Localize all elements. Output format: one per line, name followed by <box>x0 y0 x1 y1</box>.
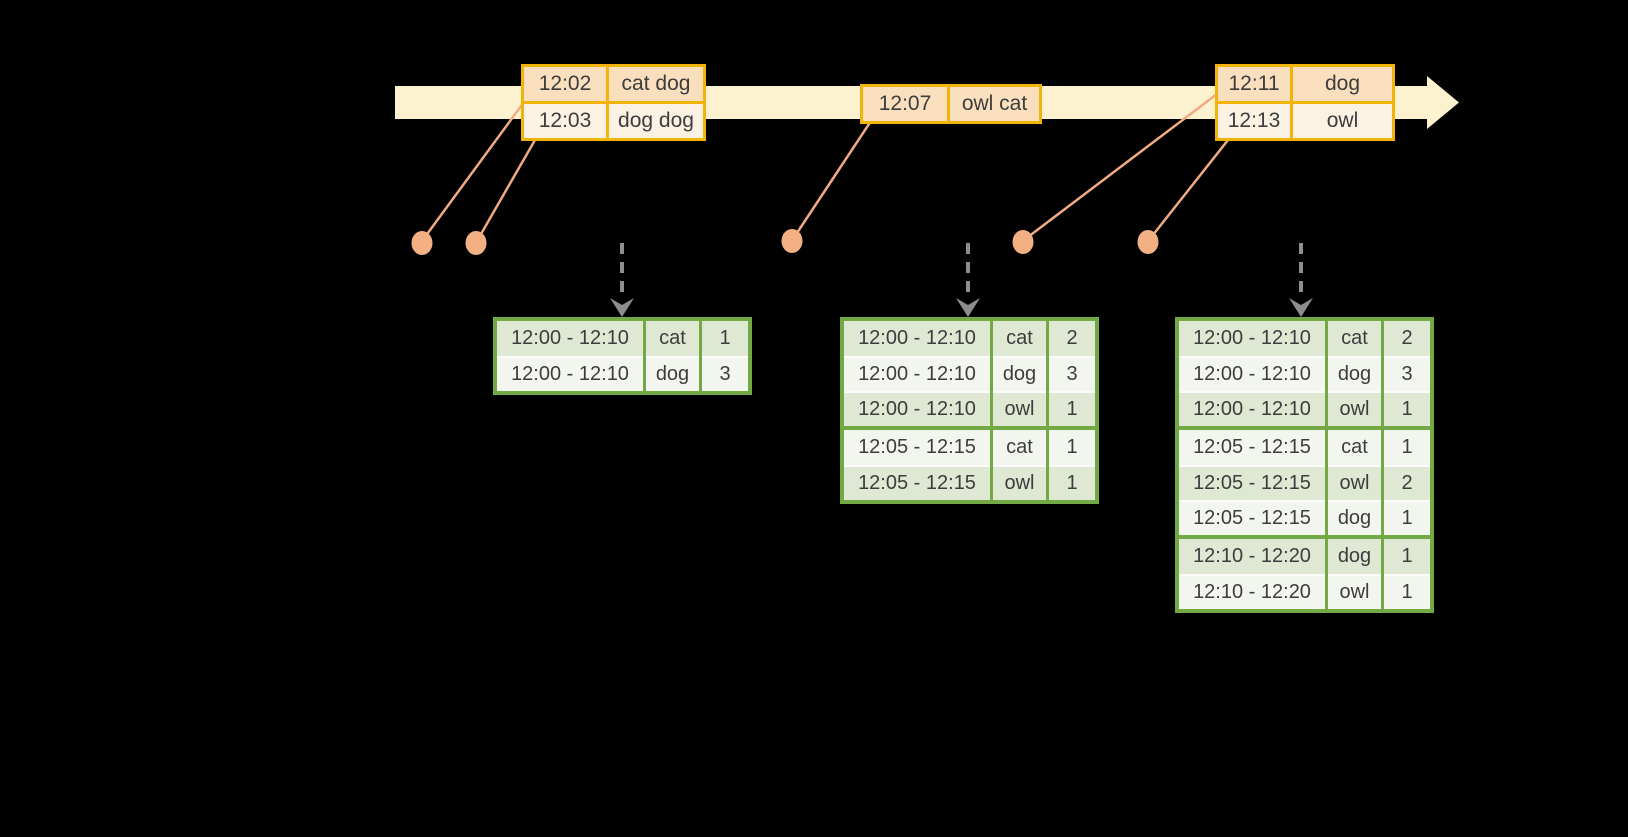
event-dot-5 <box>1137 230 1159 254</box>
count-cell: 1 <box>1384 574 1430 609</box>
word-cell: cat <box>1328 430 1381 465</box>
event-box-2: 12:07 owl cat <box>860 84 1042 124</box>
window-cell: 12:00 - 12:10 <box>1179 391 1325 426</box>
word-cell: owl <box>1328 465 1381 500</box>
result-table-1: 12:00 - 12:10 cat 1 12:00 - 12:10 dog 3 <box>493 317 752 395</box>
event-dot-3 <box>781 229 803 253</box>
table-row: 12:00 - 12:10 dog 3 <box>844 356 1095 391</box>
window-cell: 12:00 - 12:10 <box>844 356 990 391</box>
word-cell: owl <box>1328 391 1381 426</box>
table-row: 12:10 - 12:20 dog 1 <box>1179 539 1430 574</box>
event-words: dog <box>1293 67 1392 101</box>
event-words: cat dog <box>609 67 703 101</box>
down-arrow-icon-2 <box>956 298 980 317</box>
count-cell: 1 <box>1049 391 1095 426</box>
event-words: owl cat <box>950 87 1039 121</box>
result-table-2: 12:00 - 12:10 cat 2 12:00 - 12:10 dog 3 … <box>840 317 1099 504</box>
table-row: 12:00 - 12:10 dog 3 <box>497 356 748 391</box>
table-row: 12:05 - 12:15 owl 1 <box>844 465 1095 500</box>
event-box-1: 12:02 cat dog 12:03 dog dog <box>521 64 706 141</box>
leader-line-5 <box>1148 139 1229 241</box>
table-row: 12:05 - 12:15 cat 1 <box>1179 430 1430 465</box>
word-cell: dog <box>1328 356 1381 391</box>
word-cell: owl <box>993 465 1046 500</box>
down-arrow-icon-3 <box>1289 298 1313 317</box>
count-cell: 1 <box>1384 391 1430 426</box>
word-cell: dog <box>1328 500 1381 535</box>
count-cell: 1 <box>702 321 748 356</box>
table-row: 12:05 - 12:15 dog 1 <box>1179 500 1430 535</box>
window-cell: 12:10 - 12:20 <box>1179 574 1325 609</box>
event-words: owl <box>1293 104 1392 138</box>
event-time: 12:02 <box>524 67 606 101</box>
window-cell: 12:00 - 12:10 <box>497 321 643 356</box>
count-cell: 1 <box>1384 430 1430 465</box>
table-row: 12:00 - 12:10 owl 1 <box>1179 391 1430 426</box>
window-cell: 12:05 - 12:15 <box>1179 500 1325 535</box>
leader-line-1 <box>420 101 526 242</box>
window-cell: 12:00 - 12:10 <box>1179 321 1325 356</box>
leader-line-4 <box>1023 93 1218 241</box>
event-words: dog dog <box>609 104 703 138</box>
word-cell: dog <box>1328 539 1381 574</box>
table-row: 12:10 - 12:20 owl 1 <box>1179 574 1430 609</box>
event-row: 12:03 dog dog <box>524 104 703 138</box>
table-row: 12:00 - 12:10 cat 2 <box>1179 321 1430 356</box>
count-cell: 1 <box>1049 465 1095 500</box>
event-row: 12:07 owl cat <box>863 87 1039 121</box>
count-cell: 3 <box>702 356 748 391</box>
event-time: 12:13 <box>1218 104 1290 138</box>
window-cell: 12:05 - 12:15 <box>844 465 990 500</box>
word-cell: cat <box>993 430 1046 465</box>
event-time: 12:07 <box>863 87 947 121</box>
table-row: 12:00 - 12:10 cat 1 <box>497 321 748 356</box>
word-cell: dog <box>993 356 1046 391</box>
event-box-3: 12:11 dog 12:13 owl <box>1215 64 1395 141</box>
word-cell: owl <box>1328 574 1381 609</box>
table-row: 12:00 - 12:10 dog 3 <box>1179 356 1430 391</box>
window-cell: 12:05 - 12:15 <box>1179 465 1325 500</box>
window-cell: 12:10 - 12:20 <box>1179 539 1325 574</box>
window-cell: 12:05 - 12:15 <box>844 430 990 465</box>
event-row: 12:11 dog <box>1218 67 1392 101</box>
word-cell: owl <box>993 391 1046 426</box>
table-row: 12:00 - 12:10 cat 2 <box>844 321 1095 356</box>
count-cell: 3 <box>1049 356 1095 391</box>
leader-line-2 <box>475 139 537 242</box>
window-cell: 12:05 - 12:15 <box>1179 430 1325 465</box>
event-dot-1 <box>411 231 433 255</box>
count-cell: 2 <box>1384 321 1430 356</box>
count-cell: 2 <box>1384 465 1430 500</box>
count-cell: 1 <box>1049 430 1095 465</box>
count-cell: 1 <box>1384 500 1430 535</box>
result-table-3: 12:00 - 12:10 cat 2 12:00 - 12:10 dog 3 … <box>1175 317 1434 613</box>
event-row: 12:02 cat dog <box>524 67 703 101</box>
count-cell: 2 <box>1049 321 1095 356</box>
table-row: 12:00 - 12:10 owl 1 <box>844 391 1095 426</box>
table-row: 12:05 - 12:15 cat 1 <box>844 430 1095 465</box>
window-cell: 12:00 - 12:10 <box>1179 356 1325 391</box>
window-cell: 12:00 - 12:10 <box>844 321 990 356</box>
word-cell: cat <box>993 321 1046 356</box>
word-cell: cat <box>646 321 699 356</box>
count-cell: 3 <box>1384 356 1430 391</box>
event-time: 12:03 <box>524 104 606 138</box>
window-cell: 12:00 - 12:10 <box>497 356 643 391</box>
word-cell: cat <box>1328 321 1381 356</box>
timeline-right-arrow-icon <box>1427 76 1459 129</box>
table-row: 12:05 - 12:15 owl 2 <box>1179 465 1430 500</box>
event-dot-2 <box>465 231 487 255</box>
count-cell: 1 <box>1384 539 1430 574</box>
window-cell: 12:00 - 12:10 <box>844 391 990 426</box>
word-cell: dog <box>646 356 699 391</box>
down-arrow-icon-1 <box>610 298 634 317</box>
leader-line-3 <box>791 120 873 240</box>
event-row: 12:13 owl <box>1218 104 1392 138</box>
event-time: 12:11 <box>1218 67 1290 101</box>
event-dot-4 <box>1012 230 1034 254</box>
